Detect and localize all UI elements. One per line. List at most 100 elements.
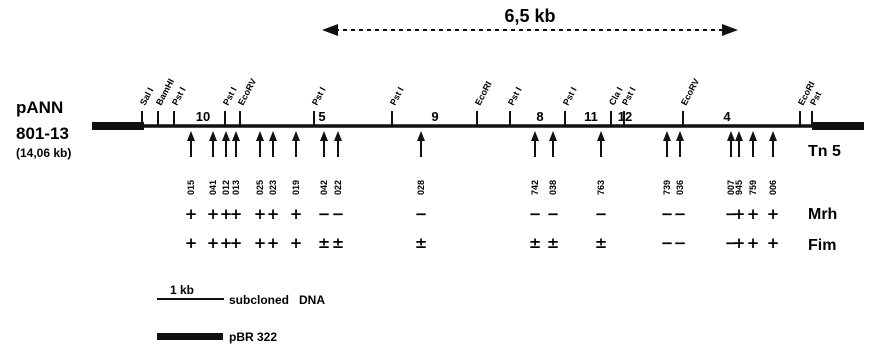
mrh-phenotype: − [595, 205, 608, 223]
fragment-number: 11 [584, 109, 598, 124]
fim-phenotype: ± [332, 234, 345, 252]
insertion-id: 012 [221, 180, 231, 195]
mrh-phenotype: − [332, 205, 345, 223]
insertion-id: 028 [416, 180, 426, 195]
insertion-arrowhead [334, 131, 342, 141]
pbr322-segment-right [812, 122, 864, 130]
insertion-arrowhead [531, 131, 539, 141]
mrh-phenotype: − [674, 205, 687, 223]
insertion-arrowhead [749, 131, 757, 141]
fim-phenotype: − [674, 234, 687, 252]
insertion-id: 042 [319, 180, 329, 195]
insertion-arrowhead [727, 131, 735, 141]
fim-phenotype: + [267, 234, 280, 252]
fim-phenotype: − [661, 234, 674, 252]
fim-phenotype: ± [415, 234, 428, 252]
span-left-arrowhead [322, 24, 338, 36]
insertion-id: 013 [231, 180, 241, 195]
row-label-tn5: Tn 5 [808, 143, 841, 160]
mrh-phenotype: + [767, 205, 780, 223]
fim-phenotype: + [230, 234, 243, 252]
fim-phenotype: + [185, 234, 198, 252]
insertion-id: 041 [208, 180, 218, 195]
insertion-arrowhead [597, 131, 605, 141]
plasmid-name: pANN [16, 98, 63, 117]
site-label: EcoRV [236, 77, 258, 107]
mrh-phenotype: + [207, 205, 220, 223]
mrh-phenotype: − [415, 205, 428, 223]
fim-phenotype: ± [595, 234, 608, 252]
insertion-id: 015 [186, 180, 196, 195]
plasmid-name-block: pANN 801-13 (14,06 kb) [16, 98, 71, 160]
row-label-fim: Fim [808, 237, 836, 254]
span-label: 6,5 kb [504, 6, 555, 26]
site-label: Pst I [221, 85, 239, 106]
insertion-arrowhead [417, 131, 425, 141]
site-label: Pst I [310, 85, 328, 106]
insertion-arrowhead [320, 131, 328, 141]
mrh-phenotype: + [185, 205, 198, 223]
fim-phenotype: + [220, 234, 233, 252]
insertion-arrowhead [292, 131, 300, 141]
site-label: Pst I [388, 85, 406, 106]
fim-phenotype: + [254, 234, 267, 252]
mrh-phenotype: + [220, 205, 233, 223]
insertion-id: 763 [596, 180, 606, 195]
insertion-id: 006 [768, 180, 778, 195]
fim-phenotype: + [747, 234, 760, 252]
legend-vector-label: pBR 322 [229, 330, 277, 344]
insertion-id: 007 [726, 180, 736, 195]
fragment-number: 5 [318, 109, 325, 124]
fragment-number: 8 [536, 109, 543, 124]
fim-phenotype: − [725, 234, 738, 252]
pbr322-segment-left [92, 122, 144, 130]
fim-phenotype: + [207, 234, 220, 252]
insertion-arrowhead [549, 131, 557, 141]
site-label: EcoRI [473, 80, 494, 107]
plasmid-size: (14,06 kb) [16, 146, 71, 160]
mrh-phenotype: − [725, 205, 738, 223]
insertion-id: 036 [675, 180, 685, 195]
legend: 1 kb subcloned DNA pBR 322 [157, 283, 325, 344]
fim-phenotype: ± [547, 234, 560, 252]
row-label-mrh: Mrh [808, 206, 837, 223]
tn5-insertions: 015++041++012++013++025++023++019++042−±… [185, 131, 780, 252]
site-label: Sal I [138, 86, 156, 107]
insertion-id: 759 [748, 180, 758, 195]
insertion-id: 022 [333, 180, 343, 195]
mrh-phenotype: − [318, 205, 331, 223]
fragment-number: 12 [618, 109, 632, 124]
legend-subcloned-label: subcloned DNA [229, 293, 325, 307]
fim-phenotype: ± [529, 234, 542, 252]
insertion-id: 019 [291, 180, 301, 195]
fim-phenotype: ± [318, 234, 331, 252]
mrh-phenotype: − [529, 205, 542, 223]
legend-vector-bar [157, 333, 223, 340]
mrh-phenotype: + [733, 205, 746, 223]
mrh-phenotype: + [254, 205, 267, 223]
insertion-arrowhead [222, 131, 230, 141]
plasmid-strain: 801-13 [16, 124, 69, 143]
site-label: EcoRV [679, 77, 701, 107]
fragment-number: 10 [196, 109, 210, 124]
insertion-arrowhead [256, 131, 264, 141]
insertion-arrowhead [269, 131, 277, 141]
mrh-phenotype: + [290, 205, 303, 223]
site-label: Pst I [170, 85, 188, 106]
insertion-arrowhead [663, 131, 671, 141]
insertion-arrowhead [232, 131, 240, 141]
site-label: Pst I [506, 85, 524, 106]
span-right-arrowhead [722, 24, 738, 36]
mrh-phenotype: + [267, 205, 280, 223]
fragment-number: 4 [723, 109, 731, 124]
mrh-phenotype: + [747, 205, 760, 223]
mrh-phenotype: − [547, 205, 560, 223]
legend-scale-label: 1 kb [170, 283, 194, 297]
fim-phenotype: + [767, 234, 780, 252]
insertion-arrowhead [209, 131, 217, 141]
insertion-arrowhead [187, 131, 195, 141]
insertion-id: 023 [268, 180, 278, 195]
insertion-arrowhead [735, 131, 743, 141]
